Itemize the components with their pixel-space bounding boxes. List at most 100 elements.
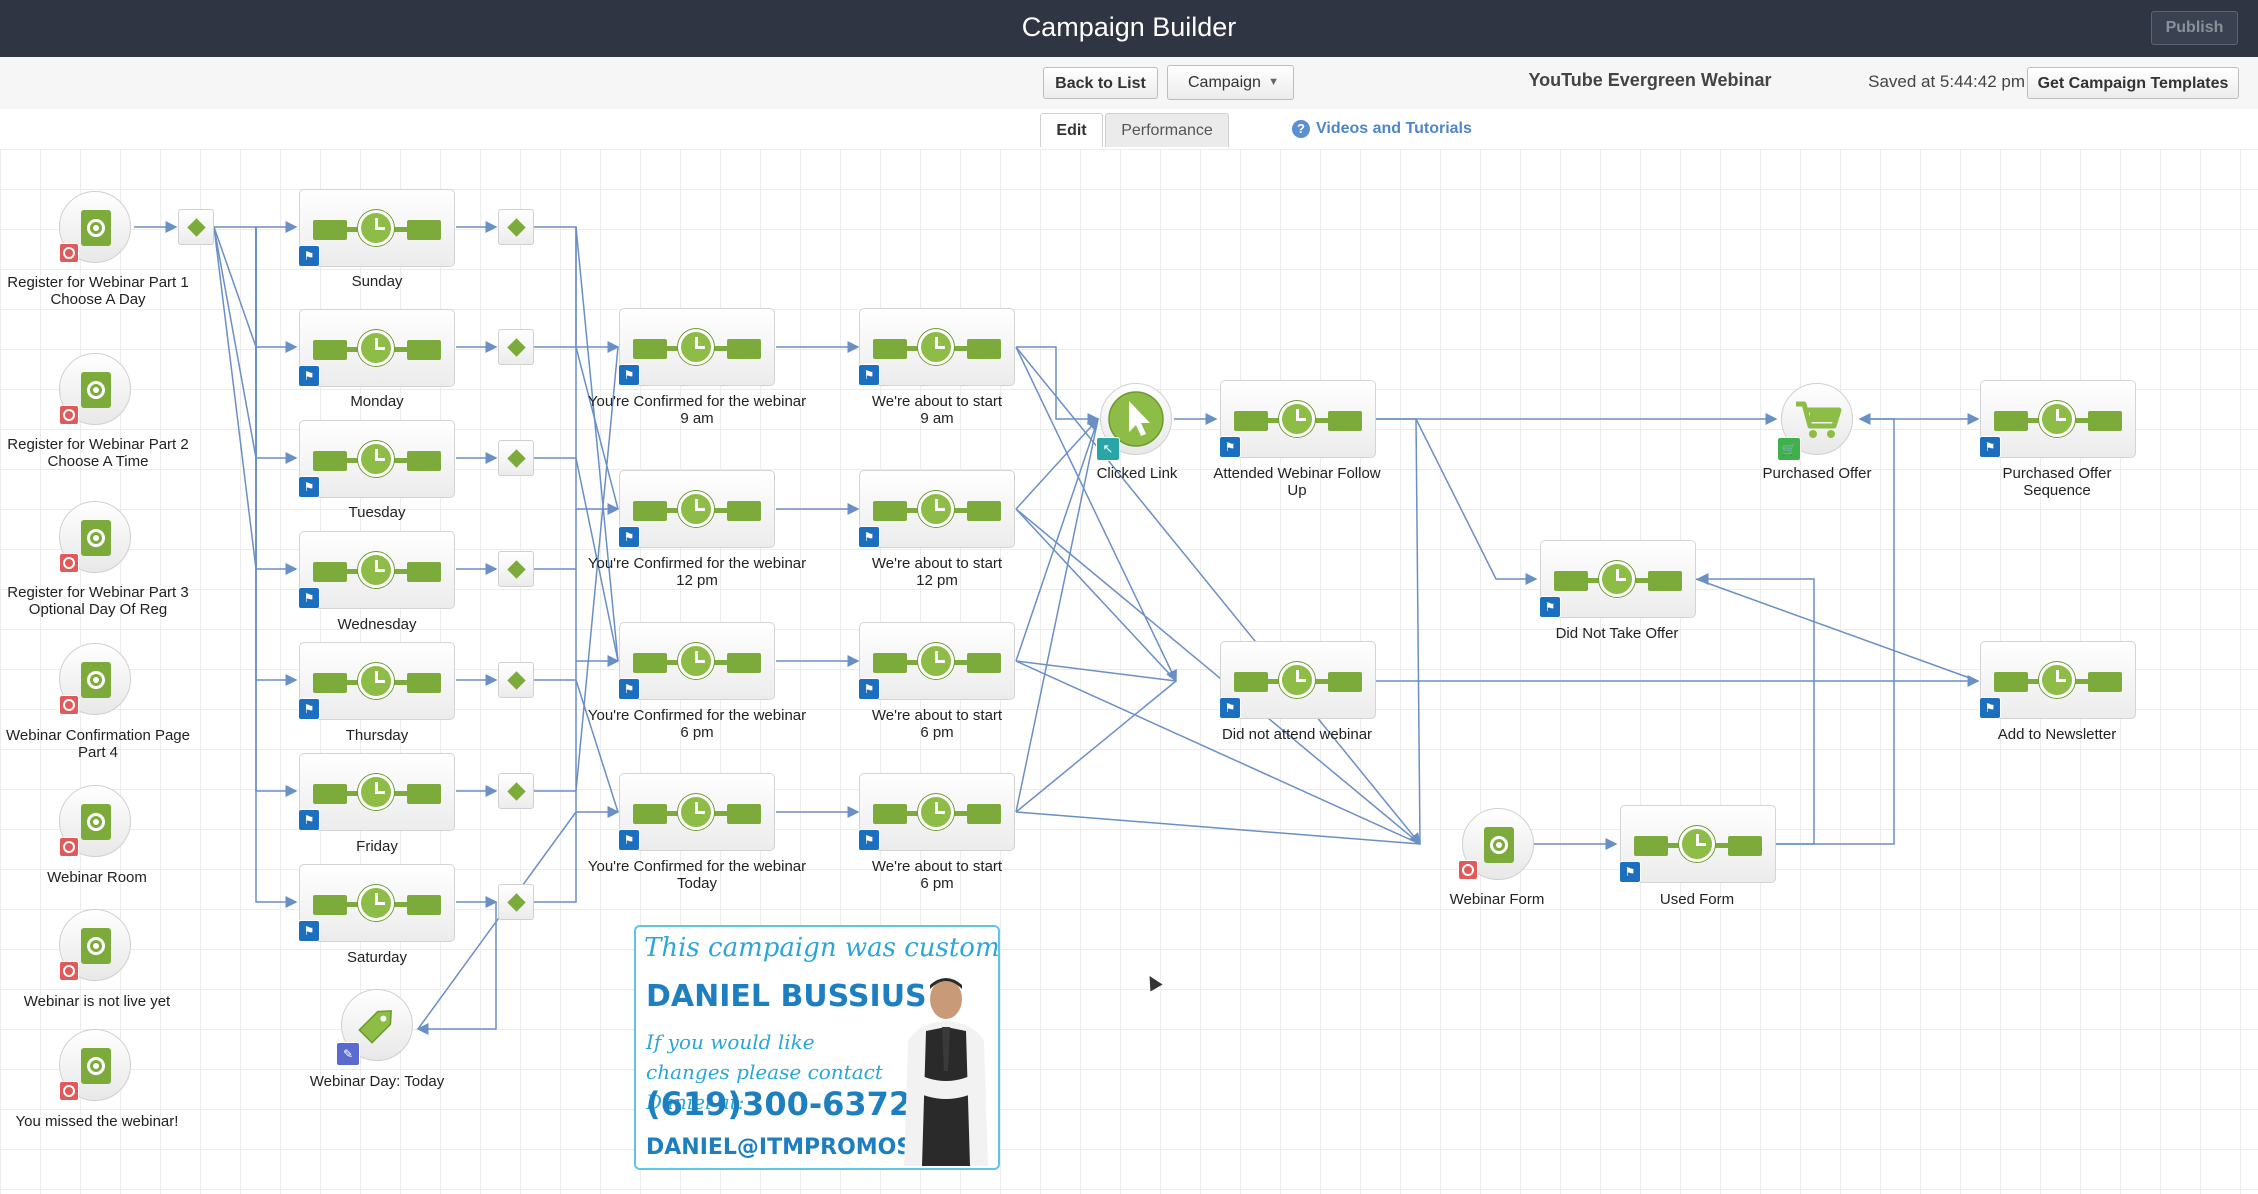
- sequence-label: Used Form: [1659, 891, 1735, 908]
- clock-icon: [1599, 561, 1635, 597]
- clock-icon: [678, 794, 714, 830]
- tag-badge-icon: ✎: [336, 1042, 360, 1066]
- tab-performance[interactable]: Performance: [1105, 113, 1229, 147]
- sequence-confirmed-today[interactable]: [619, 773, 775, 851]
- goal-label: You missed the webinar!: [15, 1113, 179, 1130]
- diamond-icon: [187, 218, 206, 237]
- clock-icon: [358, 774, 394, 810]
- web-form-goal-icon[interactable]: [59, 353, 131, 425]
- decision-diamond[interactable]: [498, 329, 534, 365]
- sequence-sunday[interactable]: [299, 189, 455, 267]
- sequence-tuesday[interactable]: [299, 420, 455, 498]
- web-form-goal-icon[interactable]: [59, 909, 131, 981]
- clicked-link-goal[interactable]: [1100, 383, 1172, 455]
- campaign-canvas[interactable]: Register for Webinar Part 1 Choose A Day…: [0, 149, 2258, 1194]
- target-icon: [59, 1081, 79, 1101]
- decision-diamond[interactable]: [178, 209, 214, 245]
- sequence-saturday[interactable]: [299, 864, 455, 942]
- publish-button[interactable]: Publish: [2151, 11, 2238, 45]
- sequence-thursday[interactable]: [299, 642, 455, 720]
- sequence-start-6pm[interactable]: [859, 622, 1015, 700]
- target-icon: [59, 695, 79, 715]
- decision-diamond[interactable]: [498, 551, 534, 587]
- back-to-list-button[interactable]: Back to List: [1043, 67, 1158, 99]
- sequence-label: Attended Webinar Follow Up: [1213, 465, 1381, 499]
- target-icon: [59, 837, 79, 857]
- videos-tutorials-link[interactable]: ? Videos and Tutorials: [1292, 120, 1472, 138]
- sequence-friday[interactable]: [299, 753, 455, 831]
- clock-icon: [918, 794, 954, 830]
- flag-icon: ⚑: [618, 829, 640, 851]
- decision-diamond[interactable]: [498, 884, 534, 920]
- clock-icon: [358, 663, 394, 699]
- clock-icon: [1279, 401, 1315, 437]
- videos-tutorials-label: Videos and Tutorials: [1316, 120, 1472, 138]
- promo-card: This campaign was custom built by: DANIE…: [634, 925, 1000, 1170]
- target-icon: [1458, 860, 1478, 880]
- sequence-add-newsletter[interactable]: [1980, 641, 2136, 719]
- sequence-wednesday[interactable]: [299, 531, 455, 609]
- sequence-label: Friday: [356, 838, 398, 855]
- sequence-start-9am[interactable]: [859, 308, 1015, 386]
- decision-diamond[interactable]: [498, 662, 534, 698]
- flag-icon: ⚑: [1979, 436, 2001, 458]
- sequence-purchased-offer[interactable]: [1980, 380, 2136, 458]
- decision-diamond[interactable]: [498, 209, 534, 245]
- target-icon: [59, 243, 79, 263]
- sequence-label: Tuesday: [348, 504, 406, 521]
- sequence-used-form[interactable]: [1620, 805, 1776, 883]
- sequence-confirmed-12pm[interactable]: [619, 470, 775, 548]
- flag-icon: ⚑: [1619, 861, 1641, 883]
- flag-icon: ⚑: [618, 364, 640, 386]
- clicked-link-label: Clicked Link: [1096, 465, 1178, 482]
- decision-diamond[interactable]: [498, 440, 534, 476]
- promo-name: DANIEL BUSSIUS: [646, 979, 927, 1014]
- promo-heading: This campaign was custom built by:: [644, 933, 1000, 963]
- target-icon: [59, 405, 79, 425]
- diamond-icon: [507, 338, 526, 357]
- help-icon: ?: [1292, 120, 1310, 138]
- goal-label: Register for Webinar Part 1 Choose A Day: [7, 274, 189, 308]
- click-badge-icon: ↖: [1096, 437, 1120, 461]
- clock-icon: [2039, 401, 2075, 437]
- flag-icon: ⚑: [298, 698, 320, 720]
- clock-icon: [918, 643, 954, 679]
- person-portrait-icon: [904, 978, 988, 1166]
- flag-icon: ⚑: [298, 245, 320, 267]
- flag-icon: ⚑: [298, 920, 320, 942]
- top-bar: [0, 0, 2258, 57]
- sequence-attended-follow-up[interactable]: [1220, 380, 1376, 458]
- sequence-monday[interactable]: [299, 309, 455, 387]
- goal-label: Webinar Room: [47, 869, 147, 886]
- connector-lines: [134, 221, 1980, 1035]
- shopping-cart-icon: [1796, 401, 1842, 438]
- get-campaign-templates-button[interactable]: Get Campaign Templates: [2027, 67, 2239, 99]
- tab-edit[interactable]: Edit: [1040, 113, 1103, 147]
- webinar-form-label: Webinar Form: [1449, 891, 1545, 908]
- sequence-start-12pm[interactable]: [859, 470, 1015, 548]
- diamond-icon: [507, 560, 526, 579]
- flag-icon: ⚑: [858, 526, 880, 548]
- chevron-down-icon: ▼: [1268, 76, 1279, 88]
- sequence-confirmed-9am[interactable]: [619, 308, 775, 386]
- diamond-icon: [507, 782, 526, 801]
- sequence-confirmed-6pm[interactable]: [619, 622, 775, 700]
- clock-icon: [358, 441, 394, 477]
- clock-icon: [358, 210, 394, 246]
- campaign-dropdown[interactable]: Campaign ▼: [1167, 65, 1294, 100]
- diamond-icon: [507, 449, 526, 468]
- flag-icon: ⚑: [1979, 697, 2001, 719]
- campaign-name[interactable]: YouTube Evergreen Webinar: [1528, 70, 1772, 90]
- sequence-start-6pm-today[interactable]: [859, 773, 1015, 851]
- tag-icon: [358, 1010, 392, 1044]
- flag-icon: ⚑: [618, 678, 640, 700]
- sequence-did-not-take-offer[interactable]: [1540, 540, 1696, 618]
- decision-diamond[interactable]: [498, 773, 534, 809]
- flag-icon: ⚑: [618, 526, 640, 548]
- goal-label: Webinar Confirmation Page Part 4: [6, 727, 190, 761]
- sequence-did-not-attend[interactable]: [1220, 641, 1376, 719]
